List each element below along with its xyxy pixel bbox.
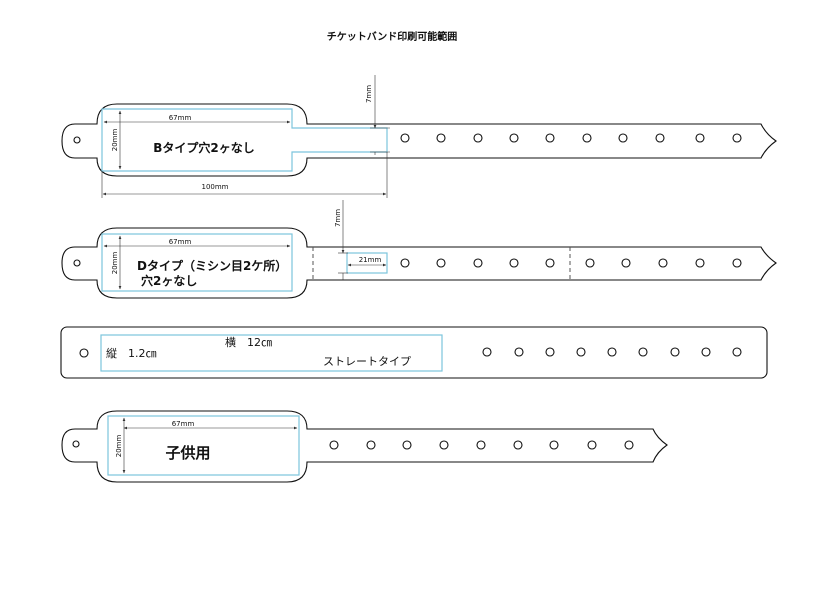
- rivet-hole: [79, 348, 89, 358]
- band-label: Bタイプ穴2ヶなし: [153, 140, 255, 155]
- rivet-hole: [73, 136, 81, 144]
- band-b-type: 67mm 20mm Bタイプ穴2ヶなし 7mm 100mm: [61, 75, 777, 198]
- band-label-line2: 穴2ヶなし: [141, 273, 197, 288]
- rivet-hole: [72, 440, 80, 448]
- height-dimension: 20mm: [111, 252, 119, 275]
- overall-dimension: 100mm: [202, 183, 229, 191]
- vertical-size-label: 縦 1.2㎝: [106, 347, 157, 360]
- type-label: ストレートタイプ: [323, 355, 411, 368]
- band-kids: 67mm 20mm 子供用: [61, 410, 668, 483]
- band-label: 子供用: [165, 444, 210, 462]
- printable-area: [107, 415, 300, 476]
- band-d-type: 67mm 20mm Dタイプ（ミシン目2ケ所） 穴2ヶなし 7mm 21mm: [61, 200, 777, 299]
- tab-printable-area: [346, 252, 388, 274]
- tab-dimension: 21mm: [359, 256, 382, 264]
- punch-holes: [400, 133, 742, 143]
- rivet-hole: [73, 259, 81, 267]
- page-title: チケットバンド印刷可能範囲: [327, 30, 458, 43]
- width-dimension: 67mm: [169, 114, 192, 122]
- punch-holes: [400, 258, 742, 268]
- height-dimension: 20mm: [111, 129, 119, 152]
- punch-holes: [482, 347, 742, 357]
- printable-area: [101, 233, 293, 292]
- width-dimension: 67mm: [169, 238, 192, 246]
- horizontal-size-label: 横 12㎝: [225, 335, 272, 349]
- tail-dimension: 7mm: [365, 85, 373, 103]
- punch-holes: [329, 440, 634, 450]
- band-straight-type: 縦 1.2㎝ 横 12㎝ ストレートタイプ: [60, 326, 768, 379]
- band-label-line1: Dタイプ（ミシン目2ケ所）: [137, 258, 287, 273]
- width-dimension: 67mm: [172, 420, 195, 428]
- printable-area: [100, 334, 443, 372]
- tail-dimension: 7mm: [334, 209, 342, 227]
- height-dimension: 20mm: [115, 435, 123, 458]
